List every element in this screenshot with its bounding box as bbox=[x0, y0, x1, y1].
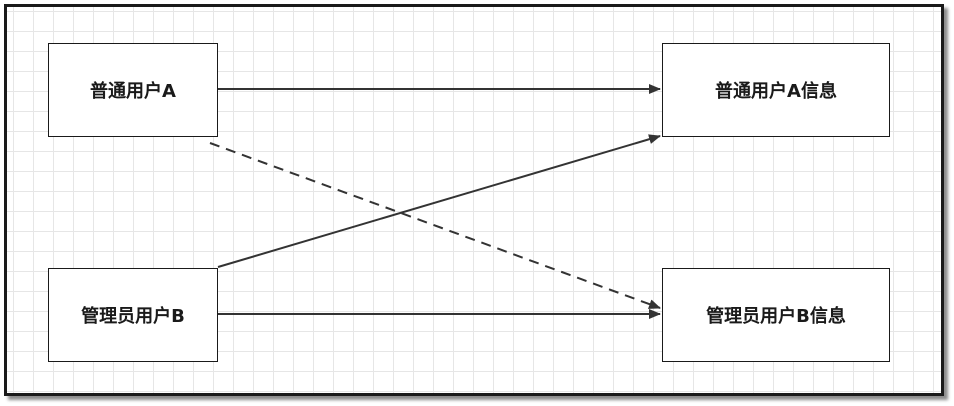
node-admin-b-label: 管理员用户B bbox=[81, 306, 185, 327]
node-admin-b-info[interactable]: 管理员用户B信息 bbox=[662, 268, 890, 362]
node-user-a-info[interactable]: 普通用户A信息 bbox=[662, 43, 890, 137]
node-admin-b-info-label: 管理员用户B信息 bbox=[706, 306, 846, 327]
edge-admin-b-to-user-a-info bbox=[217, 134, 661, 268]
node-admin-b[interactable]: 管理员用户B bbox=[48, 268, 218, 362]
node-user-a-label: 普通用户A bbox=[90, 81, 176, 102]
node-user-a-info-label: 普通用户A信息 bbox=[715, 81, 837, 102]
edge-user-a-to-admin-b-info-dashed bbox=[209, 142, 661, 309]
node-user-a[interactable]: 普通用户A bbox=[48, 43, 218, 137]
